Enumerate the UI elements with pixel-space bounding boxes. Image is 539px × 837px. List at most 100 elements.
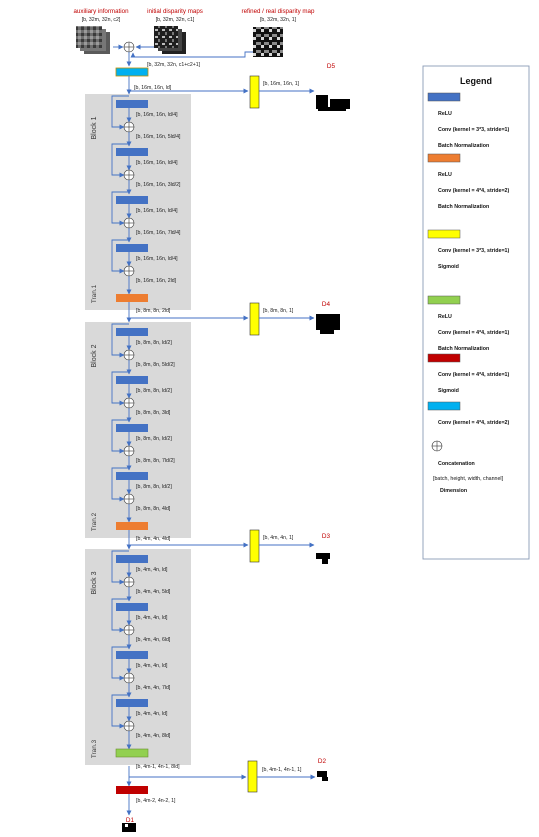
final-label: D1 bbox=[126, 817, 135, 824]
d4-label: D4 bbox=[322, 301, 331, 308]
legend-dim-format: [batch, height, width, channel] bbox=[433, 476, 504, 482]
legend-item-1-line-2: Conv (kernel = 3*3, stride=1) bbox=[438, 127, 509, 133]
d2-output-image bbox=[317, 771, 328, 781]
legend-dim-label: Dimension bbox=[440, 488, 467, 494]
block-1-label: Block 1 bbox=[91, 116, 98, 139]
d3-label: D3 bbox=[322, 533, 331, 540]
init-title: initial disparity maps bbox=[147, 8, 203, 15]
block-3-conv-4 bbox=[116, 699, 148, 707]
legend-item-1-line-1: ReLU bbox=[438, 111, 452, 117]
block-3-concat-1 bbox=[123, 576, 135, 588]
legend-swatch-6 bbox=[427, 401, 461, 411]
block-1-concat-2 bbox=[123, 169, 135, 181]
legend-title: Legend bbox=[460, 76, 492, 86]
legend-swatch-1 bbox=[427, 92, 461, 102]
final-dim: [b, 4m-2, 4n-2, 1] bbox=[136, 798, 176, 804]
transition-1-label: Tran.1 bbox=[91, 284, 98, 303]
d5-side-dim: [b, 16m, 16n, 1] bbox=[263, 81, 300, 87]
block-2-conv-1 bbox=[116, 328, 148, 336]
legend-box bbox=[422, 65, 530, 560]
side-conv-yellow-d4 bbox=[249, 302, 260, 336]
legend-item-2-line-1: ReLU bbox=[438, 172, 452, 178]
block-3-dim-2: [b, 4m, 4n, 5ld] bbox=[136, 589, 171, 595]
block-1-dim-1: [b, 16m, 16n, ld/4] bbox=[136, 112, 178, 118]
block-1-concat-1 bbox=[123, 121, 135, 133]
legend-item-4-line-2: Conv (kernel = 4*4, stride=1) bbox=[438, 330, 509, 336]
block-2-conv-4 bbox=[116, 472, 148, 480]
block-1-dim-5: [b, 16m, 16n, ld/4] bbox=[136, 208, 178, 214]
d5-output-image bbox=[316, 95, 350, 111]
d4-side-dim: [b, 8m, 8n, 1] bbox=[263, 308, 294, 314]
transition-1-conv bbox=[116, 294, 148, 302]
stem-conv-cyan bbox=[115, 67, 149, 77]
d2-label: D2 bbox=[318, 758, 327, 765]
block-3-dim-7: [b, 4m, 4n, ld] bbox=[136, 711, 168, 717]
block-2-label: Block 2 bbox=[91, 344, 98, 367]
block-1-dim-6: [b, 16m, 16n, 7ld/4] bbox=[136, 230, 181, 236]
transition-3-conv bbox=[115, 748, 149, 758]
aux-title: auxiliary information bbox=[73, 8, 129, 15]
legend-item-3-line-1: Conv (kernel = 3*3, stride=1) bbox=[438, 248, 509, 254]
legend-item-5-line-2: Sigmoid bbox=[438, 388, 459, 394]
legend-item-6-line-1: Conv (kernel = 4*4, stride=2) bbox=[438, 420, 509, 426]
legend-swatch-2 bbox=[427, 153, 461, 163]
block-1-dim-8: [b, 16m, 16n, 2ld] bbox=[136, 278, 177, 284]
legend-item-5-line-1: Conv (kernel = 4*4, stride=1) bbox=[438, 372, 509, 378]
block-1-dim-7: [b, 16m, 16n, ld/4] bbox=[136, 256, 178, 262]
block-2-concat-3 bbox=[123, 445, 135, 457]
ref-dim: [b, 32m, 32n, 1] bbox=[260, 17, 297, 23]
block-2-dim-5: [b, 8m, 8n, ld/2] bbox=[136, 436, 172, 442]
legend-item-1-line-3: Batch Normalization bbox=[438, 143, 489, 149]
side-conv-yellow-d5 bbox=[249, 75, 260, 109]
block-2-dim-2: [b, 8m, 8n, 5ld/2] bbox=[136, 362, 175, 368]
block-3-dim-5: [b, 4m, 4n, ld] bbox=[136, 663, 168, 669]
legend-concat-label: Concatenation bbox=[438, 461, 475, 467]
legend-items: ReLU Conv (kernel = 3*3, stride=1) Batch N… bbox=[427, 92, 509, 426]
block-2-dim-8: [b, 8m, 8n, 4ld] bbox=[136, 506, 171, 512]
legend-item-4-line-3: Batch Normalization bbox=[438, 346, 489, 352]
ref-disparity-image bbox=[253, 27, 283, 57]
block-1-concat-3 bbox=[123, 217, 135, 229]
init-disparity-stack bbox=[154, 26, 186, 54]
block-3-dim-6: [b, 4m, 4n, 7ld] bbox=[136, 685, 171, 691]
block-1-out-dim: [b, 8m, 8n, 2ld] bbox=[136, 308, 171, 314]
d3-side-dim: [b, 4m, 4n, 1] bbox=[263, 535, 294, 541]
block-3-concat-3 bbox=[123, 672, 135, 684]
top-concat-dim: [b, 32m, 32n, c1+c2+1] bbox=[147, 62, 201, 68]
block-1-conv-3 bbox=[116, 196, 148, 204]
block-2-dim-6: [b, 8m, 8n, 7ld/2] bbox=[136, 458, 175, 464]
block-3-conv-2 bbox=[116, 603, 148, 611]
tran3-out-dim: [b, 4m-1, 4n-1, 8ld] bbox=[136, 764, 180, 770]
stem-dim: [b, 16m, 16n, ld] bbox=[134, 85, 172, 91]
block-1-dim-4: [b, 16m, 16n, 3ld/2] bbox=[136, 182, 181, 188]
d5-label: D5 bbox=[327, 63, 336, 70]
block-3-concat-4 bbox=[123, 720, 135, 732]
legend-swatch-3 bbox=[427, 229, 461, 239]
block-1-conv-1 bbox=[116, 100, 148, 108]
init-dim: [b, 32m, 32n, c1] bbox=[156, 17, 195, 23]
block-3-dim-4: [b, 4m, 4n, 6ld] bbox=[136, 637, 171, 643]
block-2-conv-2 bbox=[116, 376, 148, 384]
transition-3-label: Tran.3 bbox=[91, 739, 98, 758]
legend-item-4-line-1: ReLU bbox=[438, 314, 452, 320]
block-2-out-dim: [b, 4m, 4n, 4ld] bbox=[136, 536, 171, 542]
block-3-dim-8: [b, 4m, 4n, 8ld] bbox=[136, 733, 171, 739]
block-3-dim-1: [b, 4m, 4n, ld] bbox=[136, 567, 168, 573]
legend-item-2-line-3: Batch Normalization bbox=[438, 204, 489, 210]
legend-item-3-line-2: Sigmoid bbox=[438, 264, 459, 270]
block-1-dim-3: [b, 16m, 16n, ld/4] bbox=[136, 160, 178, 166]
d3-output-image bbox=[316, 553, 330, 564]
block-2-concat-2 bbox=[123, 397, 135, 409]
block-1-conv-4 bbox=[116, 244, 148, 252]
d4-output-image bbox=[316, 314, 340, 334]
legend-swatch-5 bbox=[427, 353, 461, 363]
transition-2-label: Tran.2 bbox=[91, 512, 98, 531]
top-concat-symbol bbox=[123, 41, 135, 53]
ref-title: refined / real disparity map bbox=[242, 8, 315, 15]
block-1-concat-4 bbox=[123, 265, 135, 277]
block-1-conv-2 bbox=[116, 148, 148, 156]
block-2-concat-4 bbox=[123, 493, 135, 505]
block-2-dim-1: [b, 8m, 8n, ld/2] bbox=[136, 340, 172, 346]
